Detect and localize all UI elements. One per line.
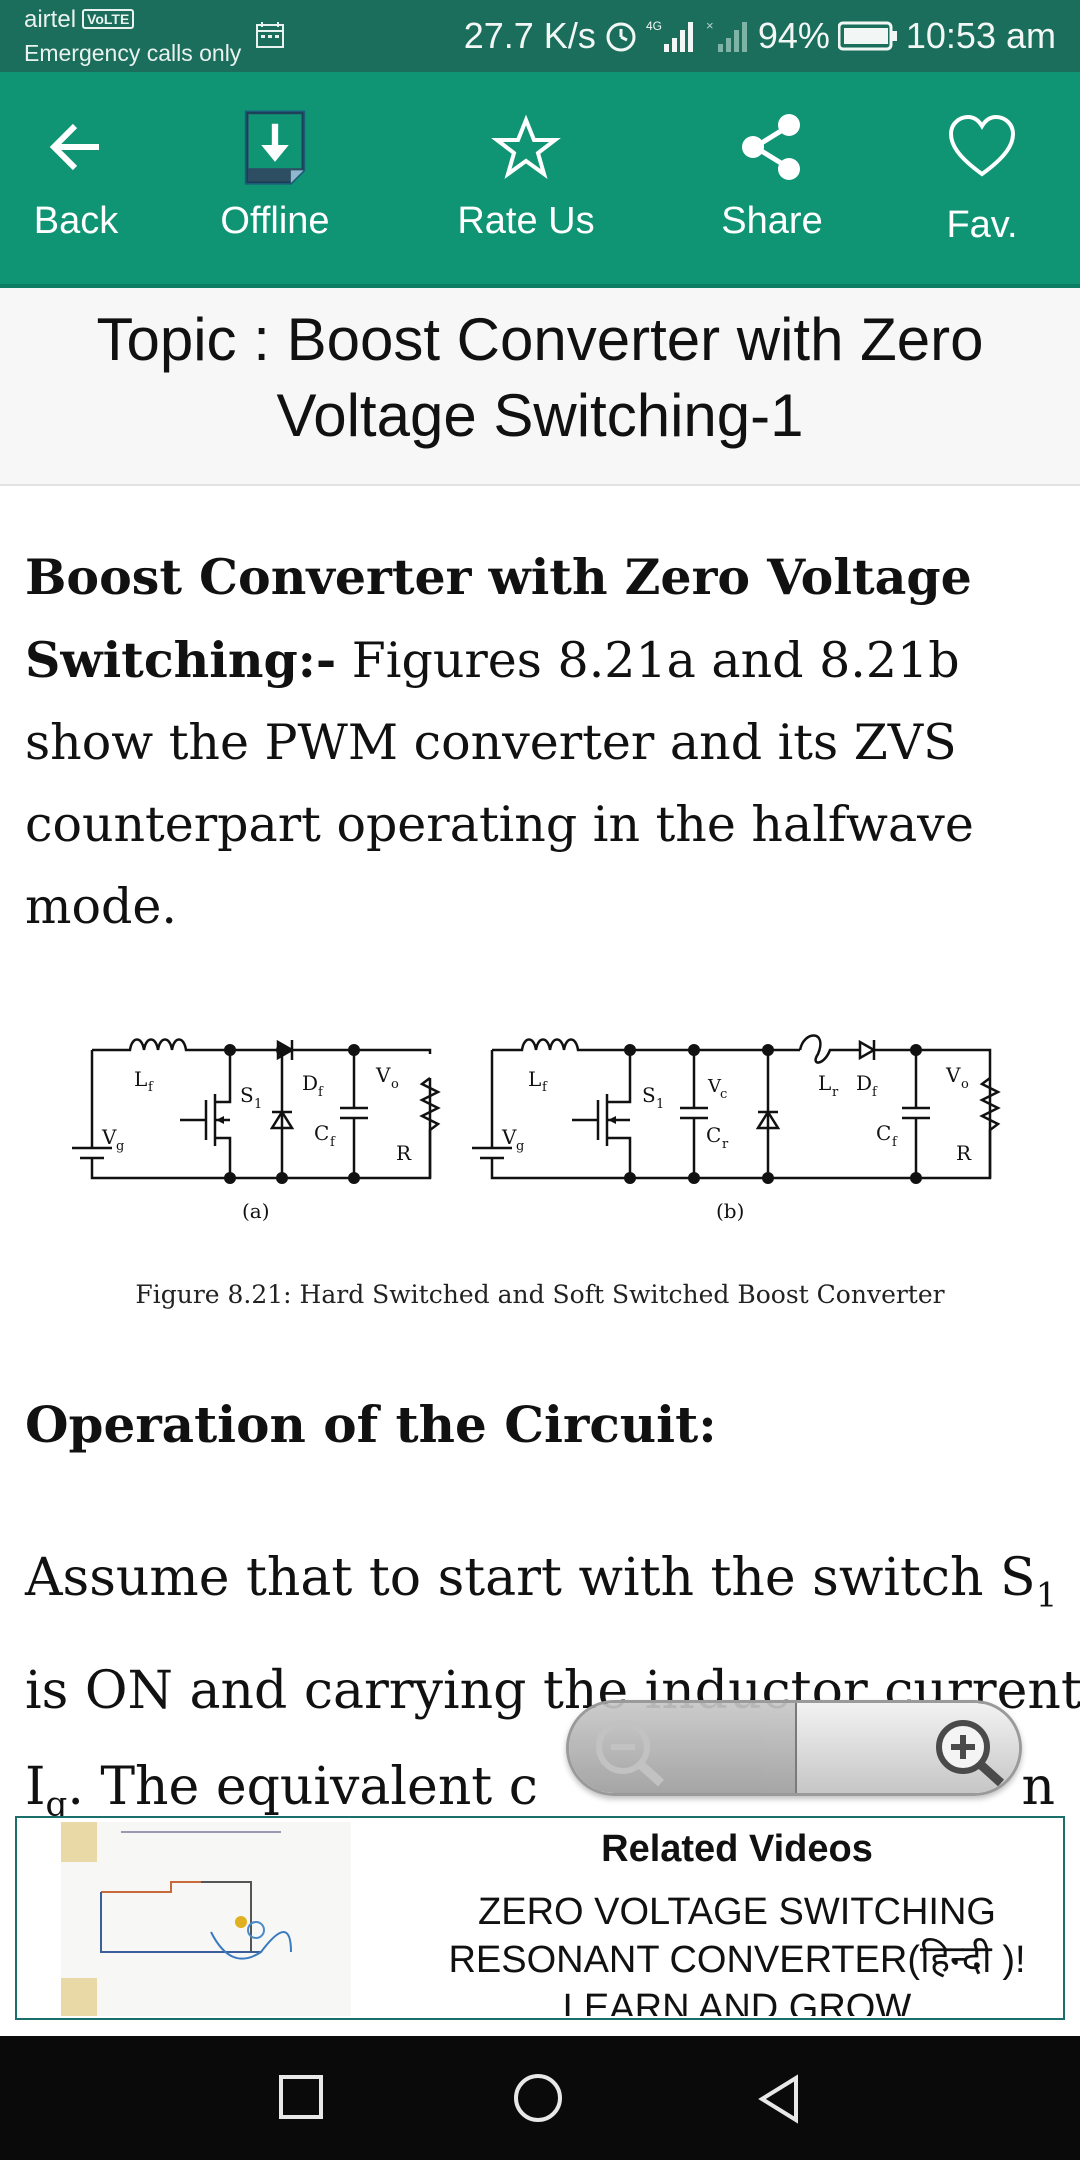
svg-text:V: V xyxy=(375,1063,391,1087)
svg-text:D: D xyxy=(856,1071,872,1095)
share-button[interactable]: Share xyxy=(672,72,872,282)
svg-text:(a): (a) xyxy=(242,1199,270,1223)
carrier-label: airtel xyxy=(24,6,77,33)
line1-text: Assume that to start with the switch S xyxy=(25,1548,1036,1608)
related-videos-title: Related Videos xyxy=(601,1828,873,1870)
zoom-divider xyxy=(795,1703,797,1793)
svg-text:S: S xyxy=(240,1083,254,1107)
heart-icon xyxy=(948,114,1016,177)
emergency-calls-text: Emergency calls only xyxy=(24,40,242,66)
svg-text:C: C xyxy=(876,1121,891,1145)
operation-paragraph: Assume that to start with the switch S1 … xyxy=(25,1530,1080,1853)
paragraph-line-3: Ig. The equivalent c n xyxy=(25,1739,1055,1852)
navigation-bar xyxy=(0,2036,1080,2160)
favorite-button[interactable]: Fav. xyxy=(882,72,1080,282)
share-label: Share xyxy=(721,200,823,242)
svg-text:c: c xyxy=(720,1087,727,1102)
svg-text:×: × xyxy=(706,18,714,33)
offline-label: Offline xyxy=(220,200,330,242)
clock: 10:53 am xyxy=(905,15,1056,56)
section-heading: Operation of the Circuit: xyxy=(25,1395,717,1454)
zoom-in-icon xyxy=(936,1720,1005,1787)
intro-paragraph: Boost Converter with Zero Voltage Switch… xyxy=(25,536,1055,948)
home-icon[interactable] xyxy=(512,2074,564,2126)
svg-text:(b): (b) xyxy=(716,1199,744,1223)
status-indicators: 27.7 K/s 4G × 94% 10:53 am xyxy=(464,14,1056,58)
intro-text: Figures 8.21a and 8.21b show the PWM con… xyxy=(25,632,974,935)
signal-4g-icon: 4G xyxy=(646,19,693,52)
svg-text:L: L xyxy=(818,1071,831,1095)
back-nav-icon[interactable] xyxy=(756,2074,802,2126)
paragraph-line-1: Assume that to start with the switch S1 xyxy=(25,1530,1058,1643)
back-button[interactable]: Back xyxy=(0,72,176,282)
battery-percent: 94% xyxy=(757,15,830,56)
zoom-in-button[interactable] xyxy=(797,1703,1019,1793)
arrow-left-icon xyxy=(49,123,99,171)
svg-text:S: S xyxy=(642,1083,656,1107)
svg-text:f: f xyxy=(872,1085,878,1100)
svg-text:D: D xyxy=(302,1071,318,1095)
svg-text:f: f xyxy=(330,1135,336,1150)
related-videos-card[interactable]: Related Videos ZERO VOLTAGE SWITCHING RE… xyxy=(15,1816,1065,2020)
svg-text:o: o xyxy=(391,1077,399,1092)
topic-title: Topic : Boost Converter with Zero Voltag… xyxy=(0,288,1080,486)
svg-text:1: 1 xyxy=(254,1097,262,1112)
rate-us-label: Rate Us xyxy=(457,200,595,242)
calendar-icon xyxy=(256,22,284,48)
svg-text:f: f xyxy=(318,1085,324,1100)
svg-text:R: R xyxy=(956,1141,972,1165)
rate-us-button[interactable]: Rate Us xyxy=(426,72,626,282)
star-icon xyxy=(491,114,561,180)
svg-text:o: o xyxy=(961,1077,969,1092)
app-toolbar: Back Offline Rate Us Share Fa xyxy=(0,72,1080,288)
svg-text:f: f xyxy=(892,1135,898,1150)
line3-end: n xyxy=(1021,1757,1056,1818)
svg-text:L: L xyxy=(134,1067,147,1091)
figure-caption: Figure 8.21: Hard Switched and Soft Swit… xyxy=(135,1280,945,1309)
svg-text:V: V xyxy=(945,1063,961,1087)
zoom-out-icon xyxy=(596,1720,665,1787)
line3-text: . The equivalent c xyxy=(67,1757,538,1818)
svg-text:1: 1 xyxy=(656,1097,664,1112)
svg-text:g: g xyxy=(516,1139,524,1154)
back-label: Back xyxy=(33,200,119,242)
svg-text:V: V xyxy=(501,1125,517,1149)
svg-text:f: f xyxy=(542,1080,548,1095)
line3-subscript: g xyxy=(45,1784,68,1825)
favorite-label: Fav. xyxy=(946,204,1018,246)
svg-text:C: C xyxy=(706,1123,721,1147)
network-speed: 27.7 K/s xyxy=(463,15,596,56)
line3-symbol: I xyxy=(25,1757,46,1818)
svg-text:f: f xyxy=(148,1080,154,1095)
signal-no-service-icon: × xyxy=(706,18,747,52)
recent-apps-icon[interactable] xyxy=(278,2074,324,2120)
svg-text:V: V xyxy=(707,1076,722,1097)
svg-text:4G: 4G xyxy=(646,19,662,33)
download-document-icon xyxy=(244,110,306,185)
article-intro: Boost Converter with Zero Voltage Switch… xyxy=(25,536,1055,948)
svg-text:C: C xyxy=(314,1121,329,1145)
intro-bold: Boost Converter with Zero Voltage Switch… xyxy=(25,548,972,689)
related-video-title[interactable]: ZERO VOLTAGE SWITCHING RESONANT CONVERTE… xyxy=(448,1891,1026,2016)
alarm-icon xyxy=(606,22,636,52)
battery-icon xyxy=(837,21,897,51)
zoom-out-button[interactable] xyxy=(569,1703,795,1793)
svg-text:V: V xyxy=(101,1125,117,1149)
video-thumbnail[interactable] xyxy=(61,1822,351,2016)
volte-badge: VoLTE xyxy=(82,9,135,29)
offline-button[interactable]: Offline xyxy=(175,72,375,282)
svg-text:r: r xyxy=(722,1137,729,1152)
svg-text:R: R xyxy=(396,1141,412,1165)
svg-text:L: L xyxy=(528,1067,541,1091)
share-icon xyxy=(742,114,800,180)
svg-text:g: g xyxy=(116,1139,124,1154)
line1-subscript: 1 xyxy=(1035,1575,1058,1616)
svg-text:r: r xyxy=(832,1085,839,1100)
zoom-control xyxy=(566,1700,1022,1796)
